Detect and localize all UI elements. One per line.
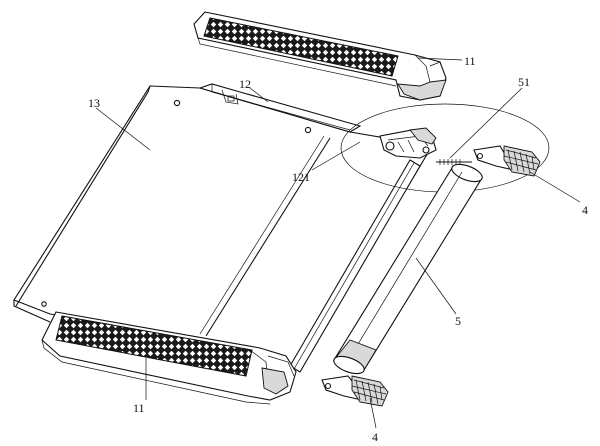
label-11-top: 11 [464, 54, 476, 68]
bottom-handle-11 [41, 311, 297, 405]
label-12: 12 [239, 77, 251, 91]
label-13: 13 [88, 96, 100, 110]
label-11-bottom: 11 [133, 401, 145, 415]
leader-lines [95, 57, 581, 429]
edge-rod [289, 159, 421, 373]
label-121: 121 [292, 170, 310, 184]
roller-5 [333, 163, 483, 375]
hinge-assembly-121 [379, 127, 437, 159]
spring-pin-51 [436, 159, 472, 165]
label-5: 5 [455, 314, 461, 328]
labels: 11 12 13 51 121 4 5 11 4 [88, 54, 588, 444]
label-4-bottom: 4 [372, 430, 378, 444]
top-handle-11 [193, 11, 447, 101]
right-clip-4 [473, 145, 541, 177]
bottom-clip-4 [321, 375, 389, 407]
label-4-right: 4 [582, 203, 588, 217]
label-51: 51 [518, 75, 530, 89]
